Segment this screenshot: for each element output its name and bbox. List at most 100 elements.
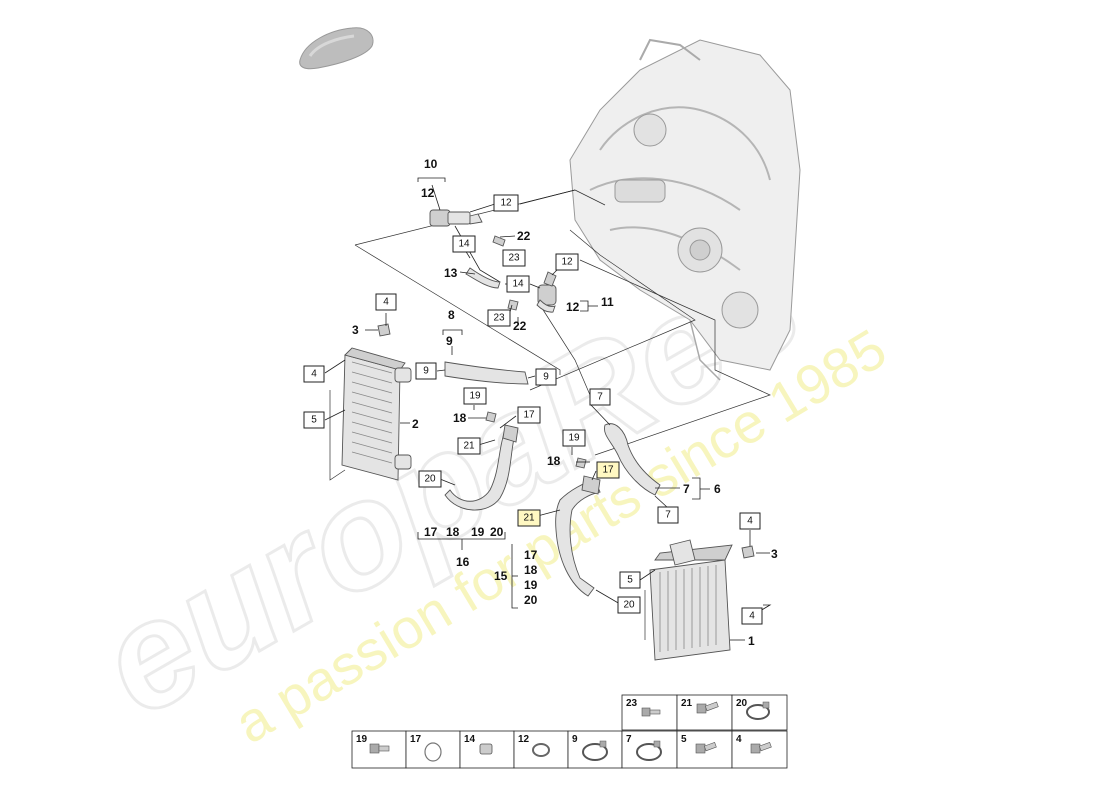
label-18-right: 18 [547, 454, 561, 468]
label-9-bracket: 9 [446, 334, 453, 348]
callout-21-left: 21 [457, 437, 481, 455]
svg-text:20: 20 [736, 698, 748, 709]
svg-text:4: 4 [749, 611, 755, 622]
label-18-left: 18 [453, 411, 467, 425]
label-12-11: 12 [566, 300, 580, 314]
svg-text:5: 5 [681, 734, 687, 745]
svg-text:4: 4 [736, 734, 742, 745]
label-16: 16 [456, 555, 470, 569]
charge-hose-left-upper [444, 361, 529, 385]
svg-text:19: 19 [356, 734, 368, 745]
callout-9-left: 9 [415, 362, 437, 380]
callout-5-left: 5 [303, 411, 325, 429]
svg-text:20: 20 [424, 474, 436, 485]
svg-text:21: 21 [463, 441, 475, 452]
callout-12-top: 12 [493, 194, 519, 212]
label-12-bracket: 12 [421, 186, 435, 200]
group-15-items: 17 18 19 20 [524, 548, 538, 607]
bolt-icon [696, 701, 719, 714]
label-3-right: 3 [771, 547, 778, 561]
charge-hose-left-lower [444, 424, 519, 511]
hose-clamp-icon [636, 740, 662, 761]
label-22-top: 22 [517, 229, 531, 243]
callout-14-right: 14 [506, 275, 530, 293]
callout-7-lower: 7 [657, 506, 679, 524]
svg-text:19: 19 [471, 525, 485, 539]
svg-text:17: 17 [410, 734, 422, 745]
charge-air-connector-middle [536, 271, 557, 313]
pressure-sensor-upper [492, 235, 506, 247]
svg-text:14: 14 [458, 239, 470, 250]
svg-text:17: 17 [602, 465, 614, 476]
svg-text:9: 9 [423, 366, 429, 377]
label-10: 10 [424, 157, 438, 171]
callout-17-right: 17 [596, 461, 620, 479]
callout-19-right: 19 [562, 429, 586, 447]
callout-7-upper: 7 [589, 388, 611, 406]
charge-hose-right-upper [604, 423, 661, 496]
svg-text:9: 9 [572, 734, 578, 745]
svg-text:18: 18 [524, 563, 538, 577]
svg-text:7: 7 [665, 510, 671, 521]
intercooler-left [341, 347, 412, 481]
svg-text:20: 20 [623, 600, 635, 611]
leader-lines [324, 177, 772, 641]
label-22-mid: 22 [513, 319, 527, 333]
callout-23-left: 23 [502, 249, 526, 267]
bracket-left [377, 323, 391, 337]
seal-ring-icon [424, 742, 442, 762]
svg-text:5: 5 [311, 415, 317, 426]
svg-text:19: 19 [524, 578, 538, 592]
svg-text:9: 9 [543, 372, 549, 383]
svg-text:23: 23 [508, 253, 520, 264]
callout-20-right: 20 [617, 596, 641, 614]
svg-text:17: 17 [523, 410, 535, 421]
hose-clamp-icon [582, 740, 608, 761]
svg-text:20: 20 [490, 525, 504, 539]
pressure-sensor-middle [507, 299, 519, 311]
callout-17-left: 17 [517, 406, 541, 424]
svg-text:5: 5 [627, 575, 633, 586]
callout-19-left: 19 [463, 387, 487, 405]
svg-text:23: 23 [493, 313, 505, 324]
charge-hose-right-lower [555, 475, 601, 597]
label-11: 11 [601, 295, 614, 309]
charge-air-connector-upper [429, 209, 501, 289]
label-3-left: 3 [352, 323, 359, 337]
svg-text:19: 19 [469, 391, 481, 402]
svg-text:17: 17 [524, 548, 538, 562]
svg-text:4: 4 [383, 297, 389, 308]
label-13: 13 [444, 266, 458, 280]
callout-14-left: 14 [452, 235, 476, 253]
svg-text:12: 12 [561, 257, 573, 268]
intercooler-right [649, 539, 733, 661]
bolt-icon [369, 743, 390, 754]
label-1: 1 [748, 634, 755, 648]
callout-4-right: 4 [739, 512, 761, 530]
engine-illustration [569, 38, 801, 381]
svg-text:14: 14 [512, 279, 524, 290]
o-ring-icon [532, 743, 550, 757]
svg-text:14: 14 [464, 734, 476, 745]
bolt-icon [750, 741, 772, 754]
bolt-icon [641, 707, 661, 717]
svg-text:20: 20 [524, 593, 538, 607]
svg-text:21: 21 [523, 513, 535, 524]
label-6: 6 [714, 482, 721, 496]
svg-text:12: 12 [500, 198, 512, 209]
group-16-items: 17 18 19 20 [424, 525, 504, 539]
sensor-right-lower [575, 457, 587, 469]
label-7-bracket: 7 [683, 482, 690, 496]
legend-table: 23 21 20 19 17 14 12 9 7 5 4 [351, 694, 788, 769]
callout-20-left: 20 [418, 470, 442, 488]
svg-text:7: 7 [597, 392, 603, 403]
label-8: 8 [448, 308, 455, 322]
sensor-left-lower [485, 411, 497, 423]
label-15: 15 [494, 569, 508, 583]
svg-text:7: 7 [626, 734, 632, 745]
svg-text:4: 4 [311, 369, 317, 380]
callout-5-right: 5 [619, 571, 641, 589]
svg-text:23: 23 [626, 698, 638, 709]
svg-text:21: 21 [681, 698, 693, 709]
